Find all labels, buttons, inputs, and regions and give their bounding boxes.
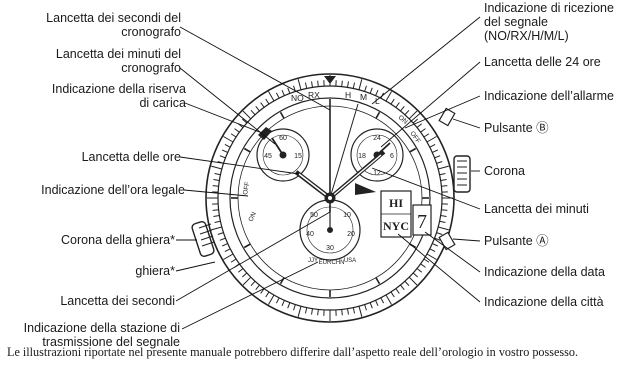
bezel-tick (318, 309, 319, 315)
label-pusher-a: Pulsante Ⓐ (484, 234, 549, 248)
svg-text:60: 60 (279, 135, 287, 142)
leader-reception (372, 17, 480, 104)
label-dst-indicator: Indicazione dell’ora legale (41, 183, 185, 197)
svg-text:NYC: NYC (383, 219, 409, 233)
date-window: 7 (413, 205, 431, 235)
bezel-tick (342, 309, 343, 315)
svg-text:6: 6 (390, 153, 394, 160)
label-pusher-b: Pulsante Ⓑ (484, 121, 549, 135)
label-24h-hand: Lancetta delle 24 ore (484, 55, 601, 69)
label-reception-indicator: Indicazione di ricezionedel segnale(NO/R… (484, 1, 614, 43)
city-window: HI NYC (381, 191, 411, 237)
svg-text:20: 20 (347, 231, 355, 238)
bezel-tick (213, 210, 219, 211)
svg-text:H: H (345, 90, 351, 100)
label-minute-hand: Lancetta dei minuti (484, 202, 589, 216)
leader-bezel (176, 262, 215, 271)
label-second-hand: Lancetta dei secondi (60, 294, 175, 308)
bezel-tick (441, 186, 447, 187)
pusher-b-icon (439, 108, 455, 125)
bezel-tick (342, 81, 343, 87)
label-bezel-crown: Corona della ghiera* (61, 233, 175, 247)
label-crown: Corona (484, 164, 525, 178)
svg-text:24: 24 (373, 135, 381, 142)
label-alarm-indicator: Indicazione dell’allarme (484, 89, 614, 103)
leader-pusher-a (453, 239, 480, 241)
crown-icon (454, 156, 470, 192)
watch-illustration: NO RX H M L 60 45 15 24 6 12 (191, 74, 470, 322)
svg-text:EUR: EUR (319, 260, 332, 266)
svg-text:18: 18 (358, 153, 366, 160)
leader-chrono-seconds (180, 27, 330, 110)
disclaimer-caption: Le illustrazioni riportate nel presente … (7, 345, 627, 360)
svg-text:15: 15 (294, 153, 302, 160)
label-city-indicator: Indicazione della città (484, 295, 604, 309)
svg-text:M: M (360, 92, 367, 102)
svg-text:10: 10 (343, 212, 351, 219)
bezel-tick (441, 210, 447, 211)
bezel-tick (213, 186, 219, 187)
label-bezel: ghiera* (135, 264, 175, 278)
label-date-indicator: Indicazione della data (484, 265, 605, 279)
svg-text:50: 50 (310, 212, 318, 219)
leader-pusher-b (453, 119, 480, 128)
bezel-tick (318, 81, 319, 87)
svg-text:7: 7 (417, 211, 427, 233)
svg-text:USA: USA (344, 258, 356, 264)
svg-text:30: 30 (326, 245, 334, 252)
svg-text:45: 45 (264, 153, 272, 160)
label-hour-hand: Lancetta delle ore (82, 150, 181, 164)
svg-text:HI: HI (389, 196, 403, 210)
svg-text:40: 40 (306, 231, 314, 238)
svg-text:CHN: CHN (332, 260, 345, 266)
